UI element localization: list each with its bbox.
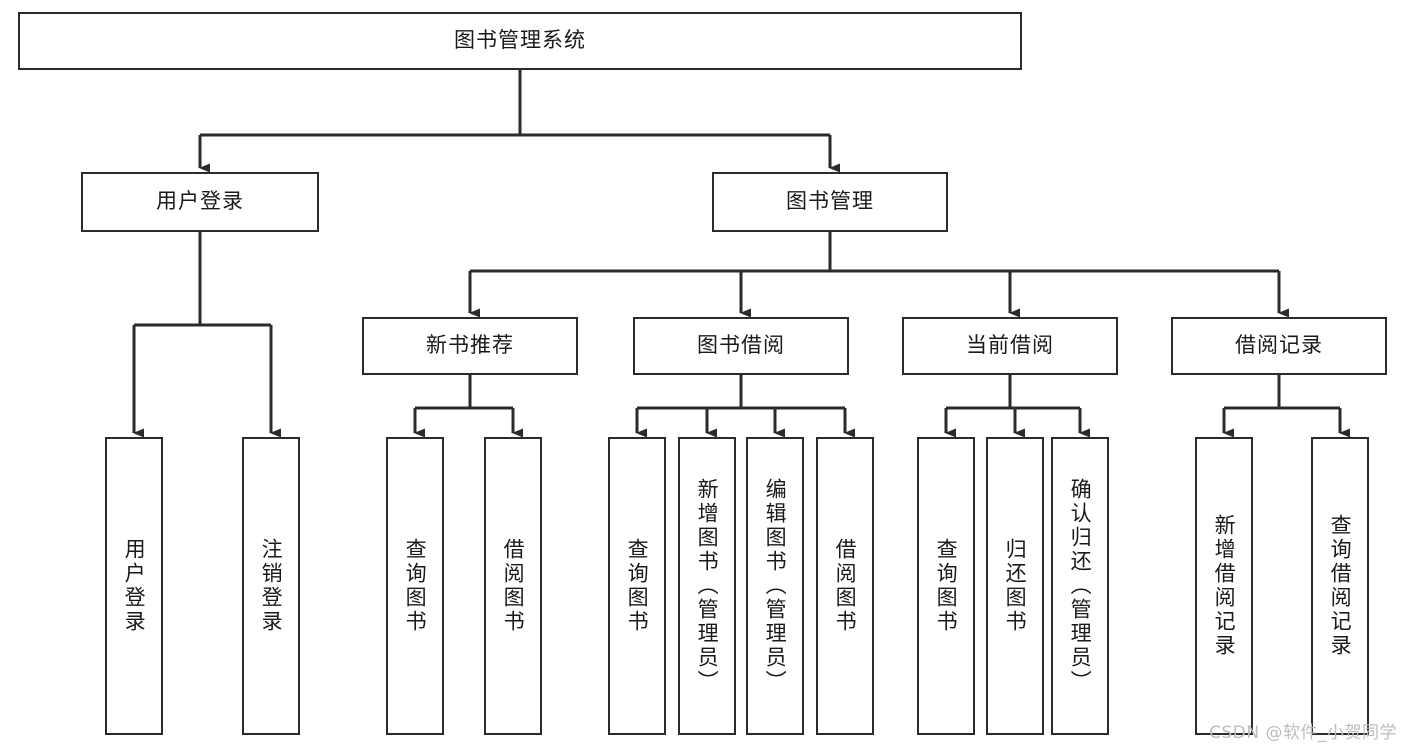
node-book-management-system[interactable]: 图书管理系统 [18,12,1022,70]
node-label: 注销登录 [259,538,284,634]
node-label: 新增借阅记录 [1212,514,1237,658]
node-leaf-query-books-current[interactable]: 查询图书 [917,437,975,735]
node-leaf-query-books-newbook[interactable]: 查询图书 [386,437,444,735]
node-label: 查询图书 [403,538,428,634]
node-current-borrow[interactable]: 当前借阅 [902,317,1118,375]
node-leaf-edit-book-admin[interactable]: 编辑图书（管理员） [746,437,804,735]
node-label: 确认归还（管理员） [1068,478,1093,694]
node-leaf-borrow-books-newbook[interactable]: 借阅图书 [484,437,542,735]
node-label: 新增图书（管理员） [695,478,720,694]
node-leaf-return-books[interactable]: 归还图书 [986,437,1044,735]
node-label: 查询图书 [934,538,959,634]
node-new-book-recommendation[interactable]: 新书推荐 [362,317,578,375]
node-leaf-query-books-borrow[interactable]: 查询图书 [608,437,666,735]
node-label: 借阅图书 [501,538,526,634]
node-label: 用户登录 [122,538,147,634]
node-leaf-add-book-admin[interactable]: 新增图书（管理员） [678,437,736,735]
node-label: 新书推荐 [426,333,514,358]
node-label: 用户登录 [156,189,244,214]
node-leaf-borrow-books[interactable]: 借阅图书 [816,437,874,735]
node-label: 图书管理 [786,189,874,214]
node-book-borrow[interactable]: 图书借阅 [633,317,849,375]
node-label: 当前借阅 [966,333,1054,358]
node-label: 查询借阅记录 [1328,514,1353,658]
node-leaf-add-borrow-record[interactable]: 新增借阅记录 [1195,437,1253,735]
node-leaf-logout[interactable]: 注销登录 [242,437,300,735]
node-user-login[interactable]: 用户登录 [81,172,319,232]
node-label: 图书借阅 [697,333,785,358]
node-label: 查询图书 [625,538,650,634]
node-label: 归还图书 [1003,538,1028,634]
node-label: 编辑图书（管理员） [763,478,788,694]
node-book-management[interactable]: 图书管理 [712,172,948,232]
node-borrow-records[interactable]: 借阅记录 [1171,317,1387,375]
node-label: 图书管理系统 [454,28,586,53]
node-label: 借阅图书 [833,538,858,634]
node-leaf-query-borrow-record[interactable]: 查询借阅记录 [1311,437,1369,735]
node-leaf-confirm-return-admin[interactable]: 确认归还（管理员） [1051,437,1109,735]
node-leaf-user-login[interactable]: 用户登录 [105,437,163,735]
node-label: 借阅记录 [1235,333,1323,358]
